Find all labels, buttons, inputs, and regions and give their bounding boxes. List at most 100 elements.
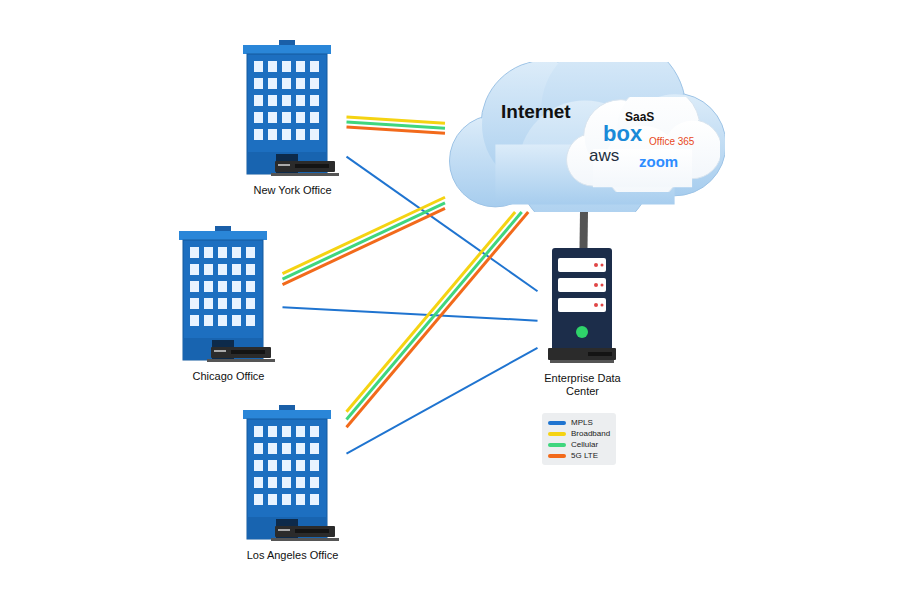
- router-ports: [231, 350, 265, 354]
- window: [296, 460, 305, 471]
- window: [268, 129, 277, 140]
- legend-text: MPLS: [571, 418, 593, 427]
- window: [296, 61, 305, 72]
- window: [204, 315, 213, 326]
- legend-swatch: [548, 443, 566, 447]
- parapet: [243, 45, 331, 54]
- router-detail: [214, 350, 226, 352]
- server-icon: [548, 248, 618, 366]
- legend-row: Broadband: [548, 428, 610, 439]
- cloud-title: Internet: [501, 102, 571, 121]
- window: [268, 443, 277, 454]
- window: [282, 95, 291, 106]
- office-node: Chicago Office: [175, 226, 283, 383]
- network-link: [283, 197, 446, 273]
- router-device: [211, 347, 271, 358]
- window: [254, 129, 263, 140]
- internet-cloud: InternetSaaSboxOffice 365awszoom: [445, 62, 725, 212]
- window: [254, 443, 263, 454]
- window: [282, 494, 291, 505]
- legend-swatch: [548, 432, 566, 436]
- window: [218, 298, 227, 309]
- window: [310, 494, 319, 505]
- window: [232, 315, 241, 326]
- window: [268, 426, 277, 437]
- building-outline: [247, 54, 327, 174]
- window: [268, 494, 277, 505]
- router-detail: [278, 529, 290, 531]
- window: [218, 264, 227, 275]
- router-base: [271, 173, 339, 176]
- window: [232, 281, 241, 292]
- building-icon: [179, 226, 279, 366]
- router-base: [550, 360, 614, 363]
- legend-box: MPLSBroadbandCellular 5G LTE: [542, 413, 616, 465]
- rack-body: [552, 248, 612, 356]
- network-link: [347, 127, 446, 133]
- window: [190, 298, 199, 309]
- router-device: [275, 161, 335, 172]
- window: [282, 112, 291, 123]
- office-building: [243, 40, 343, 180]
- network-link: [347, 212, 516, 412]
- service-logo-text: zoom: [639, 154, 678, 169]
- building-icon: [243, 405, 343, 545]
- window: [282, 61, 291, 72]
- window: [310, 443, 319, 454]
- building-outline: [183, 240, 263, 360]
- service-logo-text: aws: [589, 147, 619, 164]
- window: [310, 61, 319, 72]
- office-node: New York Office: [239, 40, 347, 197]
- window: [268, 112, 277, 123]
- status-led: [594, 283, 598, 287]
- service-logo-text: box: [603, 123, 642, 145]
- window: [218, 315, 227, 326]
- parapet: [243, 410, 331, 419]
- network-link: [580, 212, 588, 248]
- window: [254, 61, 263, 72]
- window: [296, 78, 305, 89]
- window: [268, 95, 277, 106]
- network-link: [347, 212, 529, 427]
- window: [232, 298, 241, 309]
- legend-text: 5G LTE: [571, 451, 598, 460]
- network-link: [347, 212, 522, 420]
- window: [268, 61, 277, 72]
- window: [190, 281, 199, 292]
- router-ports: [295, 164, 329, 168]
- status-led: [600, 264, 603, 267]
- window: [282, 78, 291, 89]
- building-body: [247, 419, 327, 539]
- window: [246, 315, 255, 326]
- data-center-label: Enterprise Data Center: [543, 372, 623, 398]
- building-outline: [247, 419, 327, 539]
- window: [310, 78, 319, 89]
- office-building: [243, 405, 343, 545]
- window: [268, 477, 277, 488]
- office-node: Los Angeles Office: [239, 405, 347, 562]
- router-device: [275, 526, 335, 537]
- legend-row: Cellular: [548, 439, 610, 450]
- window: [246, 298, 255, 309]
- window: [246, 264, 255, 275]
- window: [282, 460, 291, 471]
- window: [218, 281, 227, 292]
- window: [296, 426, 305, 437]
- status-led: [600, 284, 603, 287]
- window: [190, 247, 199, 258]
- window: [282, 477, 291, 488]
- network-link: [283, 203, 446, 279]
- network-link: [347, 348, 538, 454]
- legend-row: MPLS: [548, 417, 610, 428]
- building-icon: [243, 40, 343, 180]
- window: [204, 281, 213, 292]
- window: [254, 460, 263, 471]
- legend-text: Cellular: [571, 440, 598, 449]
- network-link: [283, 208, 446, 284]
- building-body: [183, 240, 263, 360]
- legend-swatch: [548, 421, 566, 425]
- window: [282, 426, 291, 437]
- service-logo-text: Office 365: [649, 137, 694, 147]
- window: [282, 129, 291, 140]
